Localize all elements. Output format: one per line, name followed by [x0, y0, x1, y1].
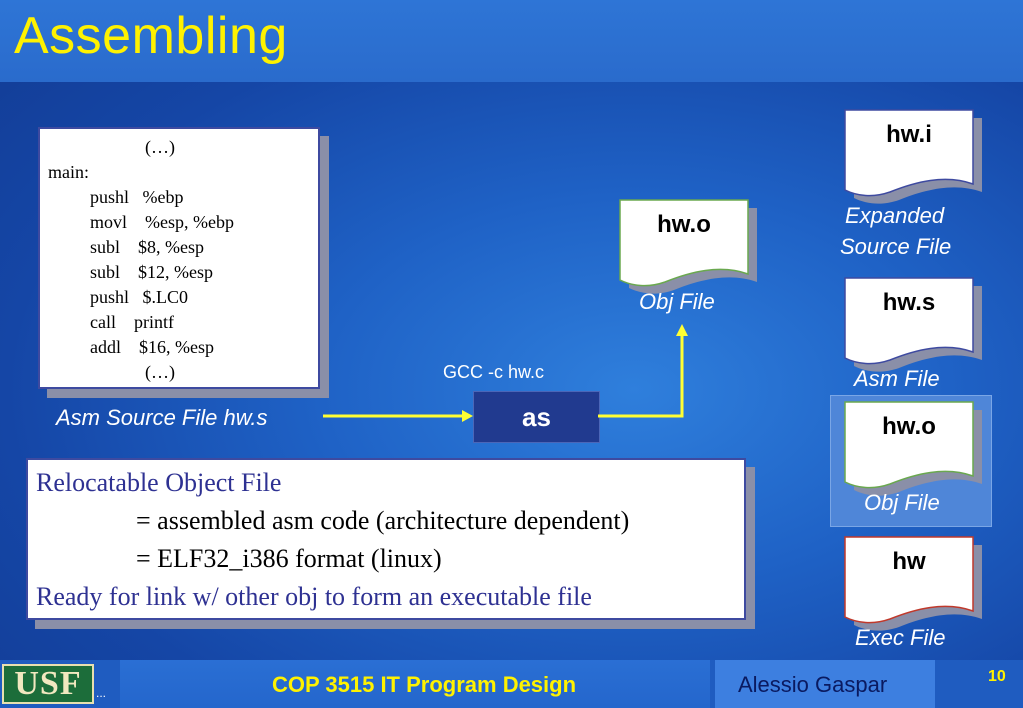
center-obj-file: hw.o: [620, 200, 748, 282]
arrow-to-obj: [598, 336, 684, 418]
arrowhead-up: [676, 324, 688, 336]
course-title: COP 3515 IT Program Design: [272, 672, 577, 697]
arrowhead-right: [462, 410, 473, 422]
code-line: main:: [48, 162, 89, 182]
center-obj-caption: Obj File: [639, 289, 715, 314]
code-line: (…): [145, 362, 175, 382]
code-line: addl $16, %esp: [90, 337, 214, 357]
center-obj-name: hw.o: [657, 210, 711, 238]
file-caption: Expanded: [845, 203, 945, 228]
footer-author-panel: [715, 660, 935, 708]
code-line: pushl %ebp: [90, 187, 184, 207]
gcc-command-label: GCC -c hw.c: [443, 362, 545, 382]
footer-ellipsis: ...: [96, 686, 107, 700]
description-line: Relocatable Object File: [36, 468, 282, 497]
file-name: hw.s: [882, 288, 936, 316]
slide-title: Assembling: [14, 7, 288, 65]
file-caption: Asm File: [854, 366, 940, 391]
asm-code-box: (…) main: pushl %ebp movl %esp, %ebp sub…: [38, 127, 320, 389]
description-line: = assembled asm code (architecture depen…: [136, 506, 630, 535]
sidebar-file-hw: hw: [845, 537, 973, 619]
code-line: subl $12, %esp: [90, 262, 213, 282]
asm-source-label: Asm Source File hw.s: [56, 405, 268, 430]
assembler-box: as: [473, 391, 600, 443]
footer-course-panel: [120, 660, 710, 708]
description-line: = ELF32_i386 format (linux): [136, 544, 442, 573]
title-bar: [0, 0, 1023, 82]
file-name: hw.o: [882, 412, 936, 440]
code-line: subl $8, %esp: [90, 237, 204, 257]
code-line: pushl $.LC0: [90, 287, 189, 307]
code-line: (…): [145, 137, 175, 157]
file-name: hw.i: [886, 120, 932, 148]
author-name: Alessio Gaspar: [738, 672, 888, 697]
file-caption: Exec File: [855, 625, 946, 650]
code-line: call printf: [90, 312, 174, 332]
sidebar-file-hw-s: hw.s: [845, 278, 973, 360]
sidebar-file-hw-o: hw.o: [845, 402, 973, 484]
sidebar-file-hw-i: hw.i: [845, 110, 973, 192]
file-name: hw: [892, 547, 926, 575]
file-caption: Obj File: [864, 490, 940, 515]
code-line: movl %esp, %ebp: [90, 212, 234, 232]
page-number: 10: [988, 668, 1006, 685]
description-line: Ready for link w/ other obj to form an e…: [36, 582, 592, 611]
file-caption: Source File: [840, 234, 952, 259]
usf-logo: USF: [2, 664, 94, 704]
description-box: Relocatable Object File = assembled asm …: [26, 458, 746, 620]
